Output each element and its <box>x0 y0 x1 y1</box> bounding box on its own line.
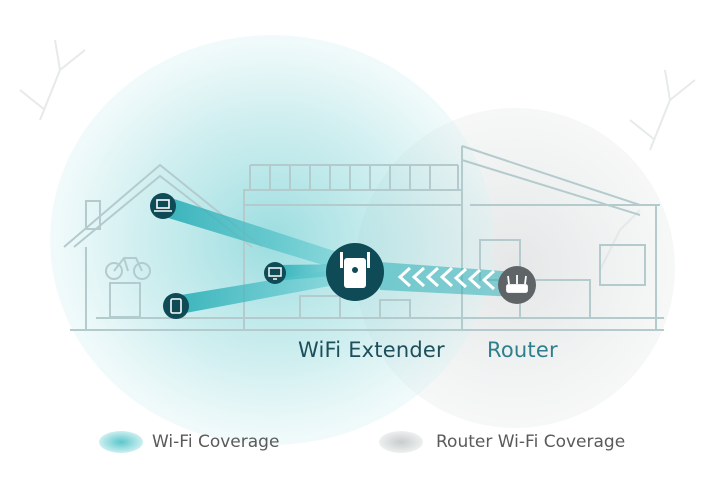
beam-to-laptop <box>165 196 356 275</box>
legend-swatch-wifi-coverage <box>99 431 143 453</box>
laptop-icon <box>154 199 172 212</box>
router-icon <box>506 275 528 293</box>
router-node <box>498 266 536 304</box>
beam-to-tablet <box>175 266 356 315</box>
bicycle-icon <box>105 257 151 280</box>
legend-router-coverage-label: Router Wi-Fi Coverage <box>436 432 626 452</box>
tablet-icon <box>170 298 182 314</box>
tablet-node <box>163 293 189 319</box>
laptop-node <box>150 193 176 219</box>
tv-icon <box>268 267 282 280</box>
legend-swatch-router-coverage <box>379 431 423 453</box>
legend-wifi-coverage-label: Wi-Fi Coverage <box>152 432 280 452</box>
wifi-extender-label: WiFi Extender <box>298 338 445 362</box>
house-outline <box>63 145 664 331</box>
router-label: Router <box>487 338 558 362</box>
wifi-extender-node <box>326 243 384 301</box>
tv-node <box>264 262 286 284</box>
beam-router-to-extender <box>380 262 516 297</box>
wifi-extender-icon <box>340 252 370 288</box>
signal-direction-chevrons <box>397 266 496 291</box>
signal-beams <box>165 196 516 315</box>
